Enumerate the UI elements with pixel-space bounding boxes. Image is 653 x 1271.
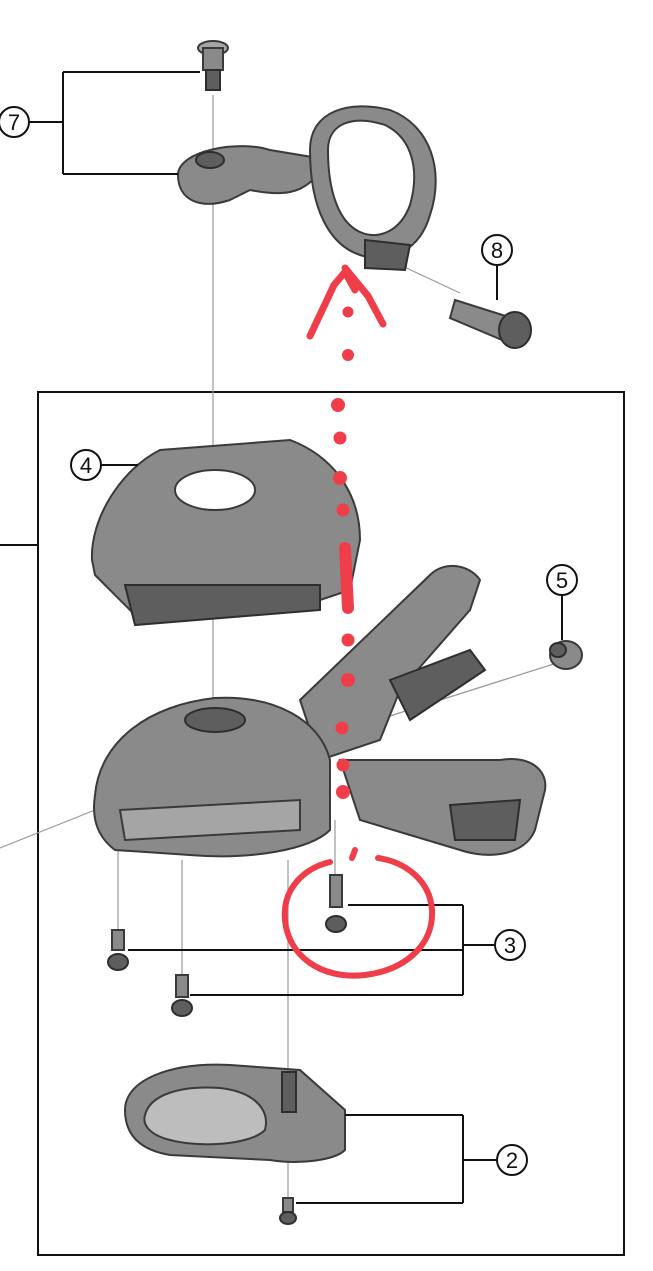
svg-text:8: 8	[491, 238, 503, 263]
cap-part-5	[549, 640, 583, 670]
red-dotted-line	[331, 306, 355, 799]
callout-8: 8	[481, 234, 513, 300]
red-annotation-arrow	[306, 264, 387, 340]
bolt-part-7	[197, 40, 229, 91]
screws-part-3	[107, 874, 347, 1017]
callout-3: 3	[128, 904, 526, 996]
left-edge-callout	[0, 544, 101, 849]
cover-part-4	[90, 438, 362, 627]
red-circle-annotation	[281, 847, 436, 979]
callout-4: 4	[70, 449, 138, 481]
base-part-2	[123, 1063, 346, 1225]
callout-2: 2	[296, 1114, 528, 1204]
shifter-body	[93, 564, 547, 858]
svg-text:3: 3	[504, 933, 516, 958]
callout-7: 7	[0, 71, 200, 175]
svg-text:4: 4	[80, 453, 92, 478]
assembly-box	[37, 391, 625, 1256]
bolt-part-8	[448, 298, 532, 349]
svg-text:2: 2	[506, 1148, 518, 1173]
callout-5: 5	[546, 564, 578, 640]
svg-text:5: 5	[556, 568, 568, 593]
svg-text:7: 7	[8, 110, 20, 135]
clamp-band	[176, 105, 437, 272]
